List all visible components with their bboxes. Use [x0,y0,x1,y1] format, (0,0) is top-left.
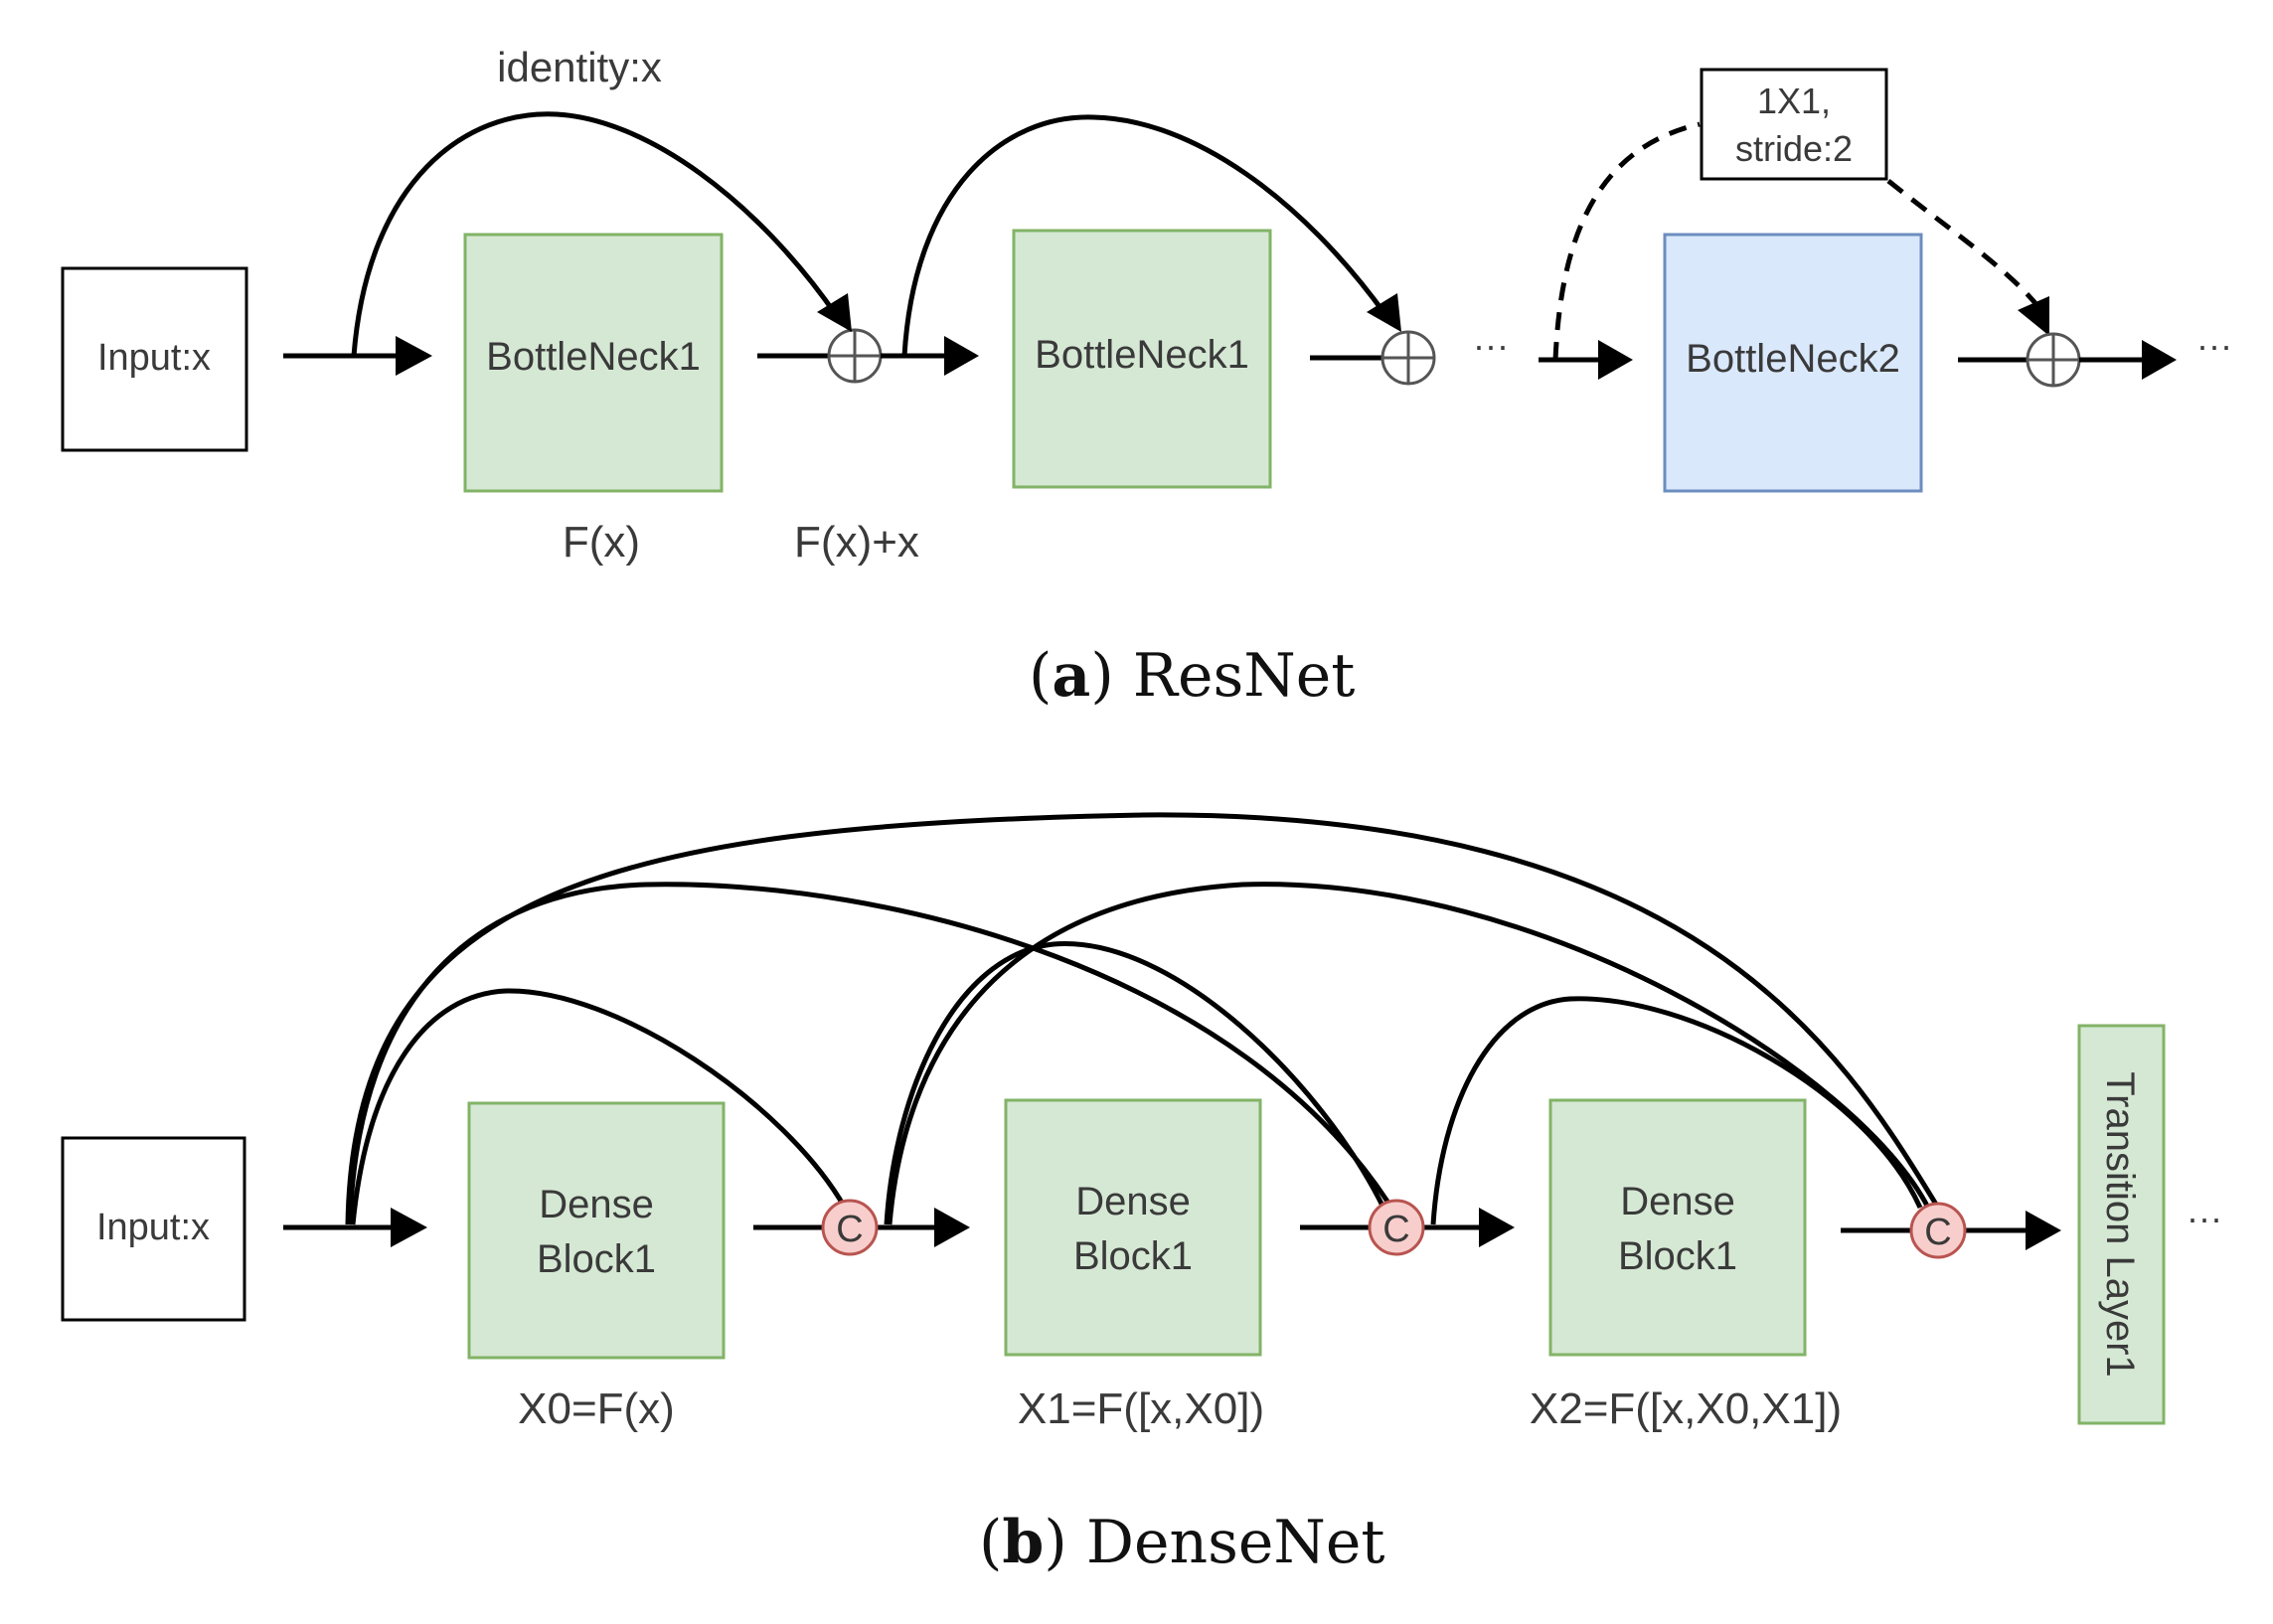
resnet-caption: (a) ResNet [1029,641,1355,711]
identity-skip-arrow-2 [901,114,1401,357]
arrow-concat2-to-dense3 [1421,1208,1515,1247]
densenet-ellipsis: ··· [2187,1198,2222,1238]
skip-concat2-to-concat3 [1430,996,1923,1225]
x0-label: X0=F(x) [518,1384,675,1433]
dense-block-1 [467,1101,726,1360]
arrow-add1-to-bottleneck1b [881,336,979,376]
bottleneck2-block [1663,233,1923,493]
concat-node-2: C [1368,1199,1425,1256]
densenet-input-box [61,1136,246,1322]
shortcut-label-line2: stride:2 [1735,128,1853,169]
densenet-caption: (b) DenseNet [979,1508,1385,1577]
x2-label: X2=F([x,X0,X1]) [1530,1384,1842,1433]
concat-node-3-label: C [1924,1212,1951,1253]
fx-plus-x-label: F(x)+x [794,518,919,567]
dense-block-1-line2: Block1 [537,1237,656,1281]
dense-block-2-line1: Dense [1075,1180,1191,1223]
projection-shortcut-box [1700,68,1888,181]
resnet-input-label: Input:x [97,337,211,379]
add-node-2 [1380,330,1436,386]
arrow-input-to-dense1 [283,1208,427,1247]
arrow-add3-out [2079,340,2177,380]
bottleneck1b-label: BottleNeck1 [1035,333,1249,377]
bottleneck1b-block [1012,229,1272,489]
arrow-concat3-to-transition [1964,1211,2061,1250]
add-node-3 [2026,332,2081,388]
concat-node-3: C [1909,1202,1967,1259]
resnet-caption-letter: a [1052,641,1090,711]
dense-block-1-line1: Dense [539,1183,654,1226]
projection-shortcut-arrow [1552,121,2049,361]
bottleneck1-label: BottleNeck1 [486,335,701,379]
dense-block-3-line2: Block1 [1618,1234,1737,1278]
concat-node-2-label: C [1382,1209,1409,1250]
identity-skip-arrow-1 [351,111,852,357]
dense-block-2 [1004,1098,1262,1357]
dense-block-3-line1: Dense [1620,1180,1735,1223]
transition-layer-block [2077,1024,2166,1425]
densenet-input-label: Input:x [96,1207,210,1248]
skip-concat1-to-concat3 [887,882,1931,1225]
resnet-ellipsis-1: ··· [1473,325,1509,366]
bottleneck1-block [463,233,724,493]
dense-skip-connections [345,812,1941,1225]
add-node-1 [827,328,883,384]
concat-node-1: C [821,1199,879,1256]
skip-concat1-to-concat2 [884,941,1386,1225]
resnet-caption-text: ResNet [1133,641,1356,711]
skip-input-to-concat3 [345,812,1941,1225]
resnet-input-box [61,266,248,452]
transition-layer-label: Transition Layer1 [2098,1071,2142,1378]
shortcut-label-line1: 1X1, [1757,81,1831,121]
densenet-caption-letter: b [1002,1508,1044,1577]
dense-block-2-line2: Block1 [1073,1234,1193,1278]
dense-block-3 [1548,1098,1807,1357]
identity-label: identity:x [497,44,662,90]
concat-node-1-label: C [836,1209,863,1250]
x1-label: X1=F([x,X0]) [1018,1384,1264,1433]
arrow-concat1-to-dense2 [875,1208,970,1247]
densenet-caption-text: DenseNet [1086,1508,1385,1577]
resnet-ellipsis-2: ··· [2196,325,2232,366]
fx-label: F(x) [563,518,640,567]
resnet-panel: Input:x identity:x BottleNeck1 F(x) F(x)… [61,44,2232,711]
skip-input-to-concat1 [350,988,848,1225]
arrow-to-bottleneck2 [1539,340,1633,380]
densenet-panel: Input:x Dense Block1 X0=F(x) Dense Block… [61,812,2222,1577]
bottleneck2-label: BottleNeck2 [1686,337,1900,381]
arrow-input-to-bottleneck1 [283,336,432,376]
